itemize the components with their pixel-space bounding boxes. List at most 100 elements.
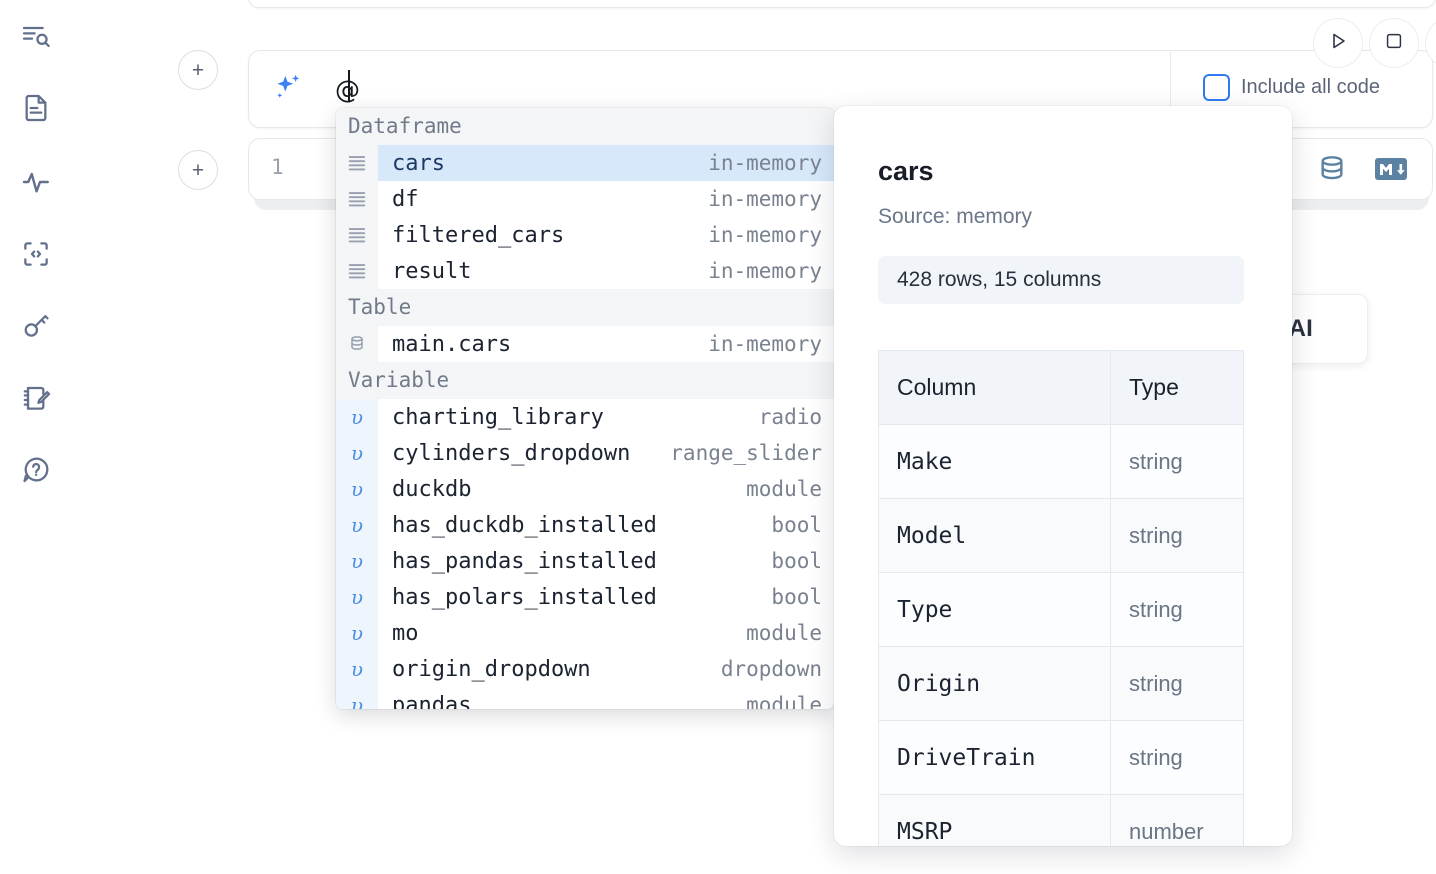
dataframe-icon <box>336 217 378 253</box>
cell-column-type: string <box>1110 720 1244 795</box>
autocomplete-item-type: in-memory <box>708 151 822 175</box>
autocomplete-item-type: bool <box>771 513 822 537</box>
autocomplete-item-name: has_duckdb_installed <box>392 512 657 538</box>
sidebar-item-snippets[interactable] <box>14 232 58 276</box>
cell-column-name: Model <box>878 498 1111 573</box>
sidebar-item-scratchpad[interactable] <box>14 376 58 420</box>
include-all-code-toggle[interactable]: Include all code <box>1203 74 1380 101</box>
variable-icon: υ <box>336 399 378 435</box>
document-icon <box>20 92 52 124</box>
autocomplete-item[interactable]: cars in-memory <box>336 145 834 181</box>
column-header-type: Type <box>1110 350 1244 425</box>
help-icon <box>20 454 52 486</box>
plus-icon: + <box>191 158 205 182</box>
key-icon <box>20 310 52 342</box>
include-all-code-checkbox[interactable] <box>1203 74 1230 101</box>
variable-icon: υ <box>336 435 378 471</box>
cell-column-name: Origin <box>878 646 1111 721</box>
autocomplete-item-name: df <box>392 186 419 212</box>
autocomplete-group-header: Variable <box>336 362 834 399</box>
cell-column-name: Type <box>878 572 1111 647</box>
autocomplete-item-type: module <box>746 693 822 709</box>
autocomplete-item[interactable]: df in-memory <box>336 181 834 217</box>
cell-column-name: Make <box>878 424 1111 499</box>
play-icon <box>1326 29 1350 58</box>
ai-prompt-input[interactable]: @ <box>335 75 360 104</box>
dataframe-icon <box>336 181 378 217</box>
cell-column-type: string <box>1110 424 1244 499</box>
dataframe-icon <box>336 253 378 289</box>
autocomplete-item-type: bool <box>771 585 822 609</box>
autocomplete-item-name: result <box>392 258 472 284</box>
sidebar-item-secrets[interactable] <box>14 304 58 348</box>
variable-icon: υ <box>336 651 378 687</box>
cell-column-type: string <box>1110 646 1244 721</box>
variable-icon: υ <box>336 471 378 507</box>
autocomplete-item[interactable]: υ has_duckdb_installed bool <box>336 507 834 543</box>
stop-button[interactable] <box>1369 18 1419 68</box>
sidebar-item-outline-search[interactable] <box>14 14 58 58</box>
sidebar-item-document[interactable] <box>14 86 58 130</box>
dataframe-icon <box>336 145 378 181</box>
detail-shape-badge: 428 rows, 15 columns <box>878 256 1244 304</box>
stop-icon <box>1383 30 1405 57</box>
cell-column-name: MSRP <box>878 794 1111 846</box>
variable-detail-panel: cars Source: memory 428 rows, 15 columns… <box>834 106 1292 846</box>
sidebar-item-activity[interactable] <box>14 160 58 204</box>
autocomplete-item-name: main.cars <box>392 331 512 357</box>
scratchpad-icon <box>20 382 52 414</box>
autocomplete-group-header: Dataframe <box>336 108 834 145</box>
ai-bar-divider <box>1170 50 1171 128</box>
autocomplete-item-name: mo <box>392 620 419 646</box>
table-header-row: Column Type <box>878 350 1244 425</box>
sidebar-rail <box>0 0 72 874</box>
column-header-column: Column <box>878 350 1111 425</box>
variable-icon: υ <box>336 507 378 543</box>
cell-column-type: string <box>1110 572 1244 647</box>
autocomplete-item-body: df in-memory <box>378 181 834 217</box>
sidebar-item-help[interactable] <box>14 448 58 492</box>
run-button[interactable] <box>1313 18 1363 68</box>
autocomplete-item-type: in-memory <box>708 187 822 211</box>
previous-cell-stub <box>248 0 1436 8</box>
plus-icon: + <box>191 58 205 82</box>
add-cell-below-button[interactable]: + <box>178 150 218 190</box>
autocomplete-item-name: duckdb <box>392 476 472 502</box>
autocomplete-item-name: cars <box>392 150 445 176</box>
code-cell-toolbar <box>1316 153 1408 185</box>
autocomplete-item-body: has_duckdb_installed bool <box>378 507 834 543</box>
autocomplete-item-type: radio <box>758 405 822 429</box>
autocomplete-item-type: bool <box>771 549 822 573</box>
autocomplete-group-header: Table <box>336 289 834 326</box>
add-cell-above-button[interactable]: + <box>178 50 218 90</box>
activity-icon <box>20 166 52 198</box>
markdown-icon[interactable] <box>1374 156 1408 182</box>
autocomplete-dropdown[interactable]: Dataframe cars in-memory df in-memory filtere… <box>336 108 834 709</box>
autocomplete-item-name: filtered_cars <box>392 222 565 248</box>
database-icon[interactable] <box>1316 153 1348 185</box>
autocomplete-item-body: cars in-memory <box>378 145 834 181</box>
